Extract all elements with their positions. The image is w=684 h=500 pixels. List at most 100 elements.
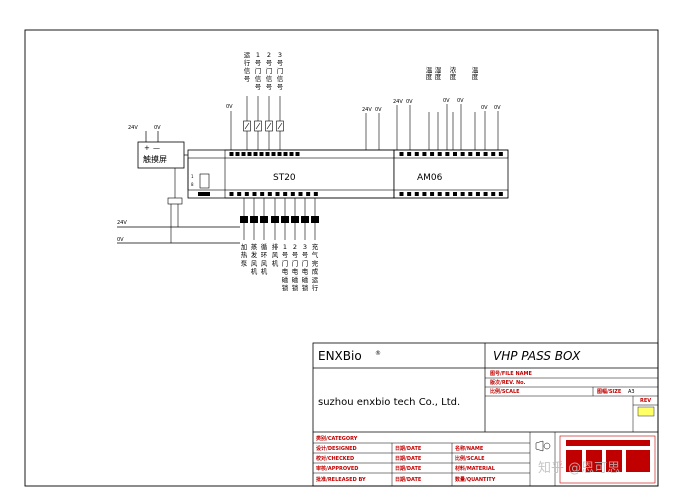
terminal-screw (483, 192, 488, 196)
terminal-screw (453, 192, 457, 196)
rail-0v-label: 0V (117, 237, 124, 243)
terminal-screw (445, 192, 450, 196)
am-top-terminals (399, 152, 503, 156)
am-0v-label-b: 0V (406, 99, 413, 105)
svg-text:湿: 湿 (435, 65, 442, 74)
svg-text:电: 电 (302, 267, 309, 276)
relay-coil-icon (250, 216, 258, 223)
svg-text:温: 温 (426, 65, 433, 74)
file-name-label: 图号/FILE NAME (490, 370, 532, 377)
terminal-screw (275, 192, 280, 196)
svg-text:门: 门 (302, 258, 309, 267)
svg-text:浓: 浓 (450, 65, 457, 74)
terminal-screw (306, 192, 311, 196)
touchscreen-plus: + (144, 144, 150, 152)
svg-text:磁: 磁 (282, 275, 289, 284)
title-block: ENXBio ® VHP PASS BOX suzhou enxbio tech… (312, 342, 659, 487)
svg-text:号: 号 (244, 75, 251, 83)
terminal-screw (267, 192, 272, 196)
svg-text:磁: 磁 (302, 275, 309, 284)
am-sensor-label: 浓度 (450, 65, 457, 81)
terminal-screw (414, 192, 419, 196)
svg-text:充: 充 (312, 242, 319, 251)
svg-text:号: 号 (277, 59, 284, 67)
svg-text:蒸: 蒸 (251, 242, 258, 251)
terminal-screw (399, 192, 404, 196)
terminal-screw (407, 152, 412, 156)
svg-text:2: 2 (293, 243, 297, 251)
terminal-screw (468, 192, 473, 196)
svg-text:8: 8 (191, 182, 194, 187)
svg-text:风: 风 (272, 251, 279, 259)
am-sensor-label: 温度 (426, 65, 433, 81)
am-sensor-label: 温度 (472, 65, 479, 81)
svg-text:电: 电 (282, 267, 289, 276)
size-label: 图幅/SIZE (597, 388, 622, 395)
am-label: AM06 (417, 173, 443, 183)
svg-text:运: 运 (312, 276, 319, 284)
svg-text:加: 加 (241, 242, 248, 251)
svg-text:行: 行 (312, 283, 319, 292)
terminal-screw (229, 192, 234, 196)
svg-text:号: 号 (266, 59, 273, 67)
svg-text:信: 信 (277, 74, 284, 83)
terminal-screw (295, 152, 300, 156)
terminal-screw (498, 152, 503, 156)
released-label: 批准/RELEASED BY (316, 476, 366, 483)
checked-label: 校对/CHECKED (316, 455, 354, 462)
terminal-screw (265, 152, 270, 156)
relay-coil-icon (240, 216, 248, 223)
svg-text:度: 度 (426, 72, 433, 81)
plc-bottom-terminals (229, 192, 318, 196)
am-0v-tag: 0V (443, 98, 450, 104)
plc-output-label-4: 排风机 (272, 242, 279, 267)
plc-0v-label: 0V (226, 104, 233, 110)
relay-coil-icon (301, 216, 309, 223)
terminal-screw (271, 152, 276, 156)
scale-label: 比例/SCALE (490, 388, 520, 395)
am-0v-tag: 0V (457, 98, 464, 104)
svg-text:1: 1 (283, 243, 287, 251)
svg-text:号: 号 (277, 83, 284, 91)
terminal-screw (498, 192, 503, 196)
terminal-screw (298, 192, 303, 196)
relay-coil-icon (311, 216, 319, 223)
am-sensor-label: 湿度 (435, 65, 442, 81)
svg-text:门: 门 (292, 258, 299, 267)
svg-text:排: 排 (272, 242, 279, 251)
plc-label: ST20 (273, 173, 296, 183)
svg-text:成: 成 (312, 267, 319, 276)
am-bottom-terminals (399, 192, 503, 196)
rail-24v-label: 24V (117, 220, 127, 226)
relay-coil-icon (271, 216, 279, 223)
svg-text:门: 门 (277, 66, 284, 75)
touchscreen-minus: — (153, 144, 160, 152)
svg-text:号: 号 (282, 251, 289, 259)
terminal-screw (468, 152, 473, 156)
terminal-screw (244, 192, 249, 196)
terminal-screw (475, 192, 480, 196)
company-logo: ENXBio (318, 349, 362, 363)
svg-text:热: 热 (241, 250, 248, 259)
terminal-screw (277, 152, 282, 156)
svg-text:门: 门 (282, 258, 289, 267)
plc-top-terminals (229, 152, 300, 156)
svg-text:磁: 磁 (292, 275, 299, 284)
touchscreen-label: 触摸屏 (143, 154, 167, 164)
terminal-screw (475, 152, 480, 156)
analog-module-block: AM06 (393, 149, 509, 199)
terminal-screw (491, 152, 496, 156)
terminal-screw (460, 192, 465, 196)
relay-coil-icon (281, 216, 289, 223)
terminal-screw (229, 152, 234, 156)
quantity-label: 数量/QUANTITY (455, 476, 496, 483)
svg-text:温: 温 (472, 65, 479, 74)
terminal-screw (422, 192, 427, 196)
svg-text:号: 号 (266, 83, 273, 91)
